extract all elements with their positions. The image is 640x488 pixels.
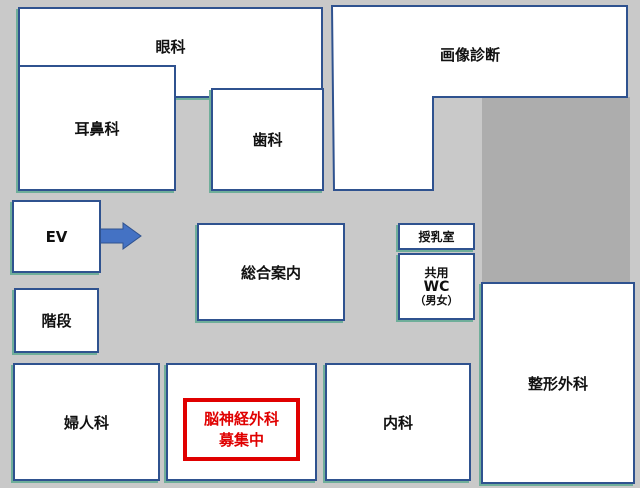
room-radiology[interactable]: 画像診断 — [440, 46, 501, 64]
room-ent[interactable]: 耳鼻科 — [18, 65, 176, 191]
room-label: 婦人科 — [63, 413, 109, 432]
room-information[interactable]: 総合案内 — [197, 223, 345, 321]
corridor-shaded-area — [482, 97, 630, 287]
room-gynecology[interactable]: 婦人科 — [13, 363, 160, 481]
room-dental[interactable]: 歯科 — [211, 88, 324, 191]
room-internal-medicine[interactable]: 内科 — [325, 363, 471, 481]
room-label: 共用 — [424, 265, 449, 280]
room-label: EV — [45, 227, 68, 246]
room-label: 歯科 — [252, 131, 283, 149]
room-orthopedics[interactable]: 整形外科 — [481, 282, 635, 484]
recruiting-label: 募集中 — [218, 430, 264, 449]
room-neurosurgery[interactable] — [166, 363, 317, 481]
room-elevator[interactable]: EV — [12, 200, 101, 273]
room-stairs[interactable]: 階段 — [14, 288, 99, 353]
room-label: （男女） — [414, 293, 459, 307]
room-label: 授乳室 — [418, 229, 455, 244]
room-label: 内科 — [382, 413, 413, 432]
room-label: 整形外科 — [527, 374, 588, 393]
recruiting-notice: 脳神経外科 募集中 — [183, 398, 300, 461]
neurosurgery-label: 脳神経外科 — [203, 409, 279, 428]
room-label: WC — [423, 278, 450, 295]
room-wc[interactable]: 共用 WC （男女） — [398, 253, 475, 320]
arrow-right-icon — [99, 222, 142, 250]
room-label: 眼科 — [155, 38, 186, 56]
room-label: 総合案内 — [240, 263, 301, 282]
room-nursing[interactable]: 授乳室 — [398, 223, 475, 250]
room-label: 耳鼻科 — [74, 119, 120, 138]
room-label: 階段 — [41, 312, 72, 330]
